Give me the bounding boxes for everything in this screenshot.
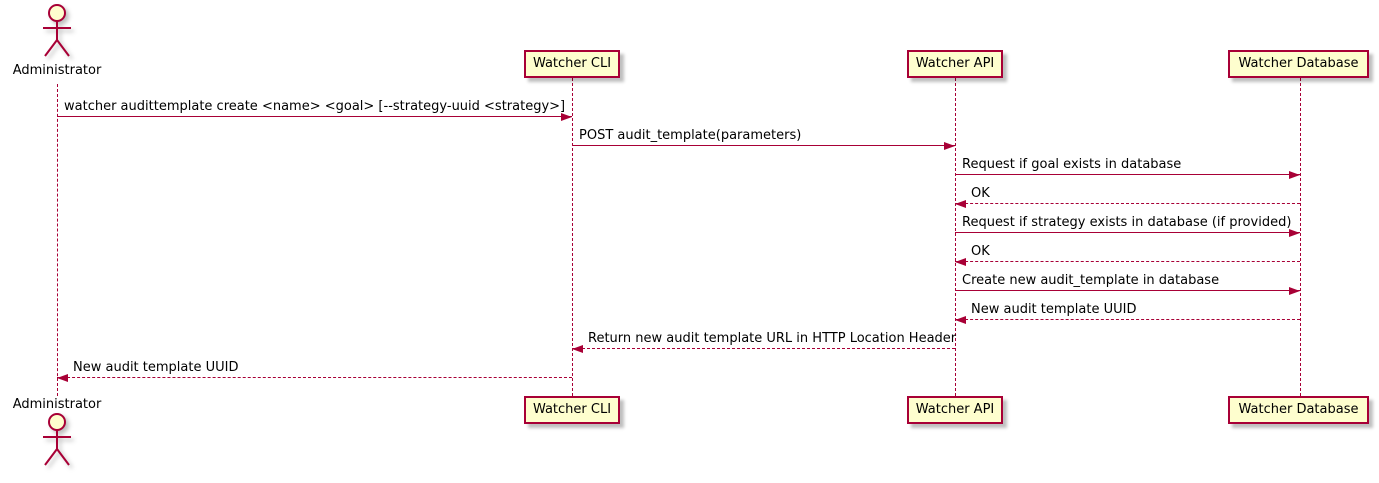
message-6: OK <box>955 244 1300 266</box>
message-6-label: OK <box>971 244 990 259</box>
message-10-line <box>57 377 572 378</box>
message-10: New audit template UUID <box>57 360 572 382</box>
message-3: Request if goal exists in database <box>955 157 1300 179</box>
arrowhead-left-icon <box>57 374 68 382</box>
arrowhead-right-icon <box>1289 171 1300 179</box>
message-7: Create new audit_template in database <box>955 273 1300 295</box>
lifeline-watcher-cli <box>572 78 573 396</box>
message-3-label: Request if goal exists in database <box>962 157 1182 172</box>
participant-label-administrator-bottom: Administrator <box>12 397 102 412</box>
arrowhead-left-icon <box>955 316 966 324</box>
message-5: Request if strategy exists in database (… <box>955 215 1300 237</box>
arrowhead-right-icon <box>944 142 955 150</box>
message-8: New audit template UUID <box>955 302 1300 324</box>
message-6-line <box>955 261 1300 262</box>
participant-box-watcher-cli-bottom: Watcher CLI <box>524 396 620 424</box>
participant-label-administrator-top: Administrator <box>12 63 102 78</box>
lifeline-administrator <box>57 84 58 396</box>
message-3-line <box>955 174 1300 175</box>
lifeline-watcher-api <box>955 78 956 396</box>
participant-box-watcher-database-bottom: Watcher Database <box>1228 396 1369 424</box>
message-8-label: New audit template UUID <box>971 302 1137 317</box>
message-9: Return new audit template URL in HTTP Lo… <box>572 331 957 353</box>
message-1-line <box>57 116 572 117</box>
message-7-line <box>955 290 1300 291</box>
message-4: OK <box>955 186 1300 208</box>
message-1: watcher audittemplate create <name> <goa… <box>57 99 572 121</box>
message-9-line <box>572 348 955 349</box>
participant-box-watcher-cli-top: Watcher CLI <box>524 50 620 78</box>
message-9-label: Return new audit template URL in HTTP Lo… <box>588 331 957 346</box>
arrowhead-left-icon <box>955 258 966 266</box>
actor-icon-top <box>43 4 71 57</box>
message-1-label: watcher audittemplate create <name> <goa… <box>64 99 566 114</box>
message-4-line <box>955 203 1300 204</box>
arrowhead-left-icon <box>955 200 966 208</box>
arrowhead-right-icon <box>1289 229 1300 237</box>
message-8-line <box>955 319 1300 320</box>
participant-box-watcher-api-top: Watcher API <box>907 50 1003 78</box>
message-2-label: POST audit_template(parameters) <box>579 128 802 143</box>
arrowhead-left-icon <box>572 345 583 353</box>
message-10-label: New audit template UUID <box>73 360 239 375</box>
message-2: POST audit_template(parameters) <box>572 128 955 150</box>
arrowhead-right-icon <box>1289 287 1300 295</box>
message-5-line <box>955 232 1300 233</box>
participant-box-watcher-database-top: Watcher Database <box>1228 50 1369 78</box>
participant-box-watcher-api-bottom: Watcher API <box>907 396 1003 424</box>
message-5-label: Request if strategy exists in database (… <box>962 215 1292 230</box>
arrowhead-right-icon <box>561 113 572 121</box>
lifeline-watcher-database <box>1300 78 1301 396</box>
message-7-label: Create new audit_template in database <box>962 273 1220 288</box>
message-4-label: OK <box>971 186 990 201</box>
actor-icon-bottom <box>43 413 71 466</box>
message-2-line <box>572 145 955 146</box>
